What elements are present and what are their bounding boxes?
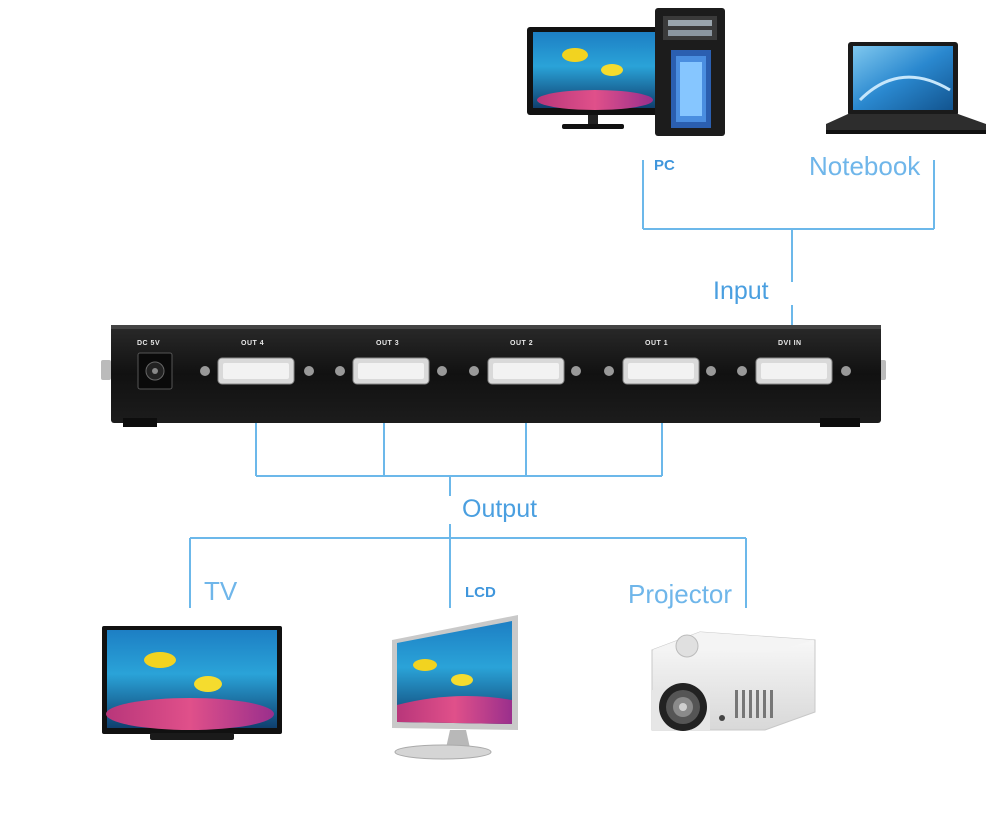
dvi-splitter-device	[101, 325, 886, 427]
notebook-icon	[826, 42, 986, 134]
notebook-label: Notebook	[809, 151, 921, 181]
port-label-out-4: OUT 4	[241, 340, 265, 347]
port-label-out-3: OUT 3	[376, 340, 400, 347]
dvi-port-out-2	[469, 357, 581, 385]
dvi-port-out-4	[200, 357, 314, 385]
lcd-icon	[392, 615, 518, 760]
port-label-out-2: OUT 2	[510, 340, 534, 347]
projector-label: Projector	[628, 579, 733, 609]
tv-label: TV	[204, 576, 238, 606]
pc-icon	[527, 8, 725, 136]
output-label: Output	[462, 495, 538, 523]
port-label-dvi-in: DVI IN	[778, 340, 802, 347]
input-label: Input	[713, 277, 769, 305]
tv-icon	[102, 626, 282, 740]
dvi-port-in	[737, 357, 851, 385]
lcd-label: LCD	[465, 584, 496, 601]
dc-5v-label: DC 5V	[137, 340, 161, 347]
projector-icon	[651, 631, 816, 731]
dvi-port-out-3	[335, 357, 447, 385]
pc-label: PC	[654, 157, 675, 174]
dvi-port-out-1	[604, 357, 716, 385]
port-label-out-1: OUT 1	[645, 340, 669, 347]
